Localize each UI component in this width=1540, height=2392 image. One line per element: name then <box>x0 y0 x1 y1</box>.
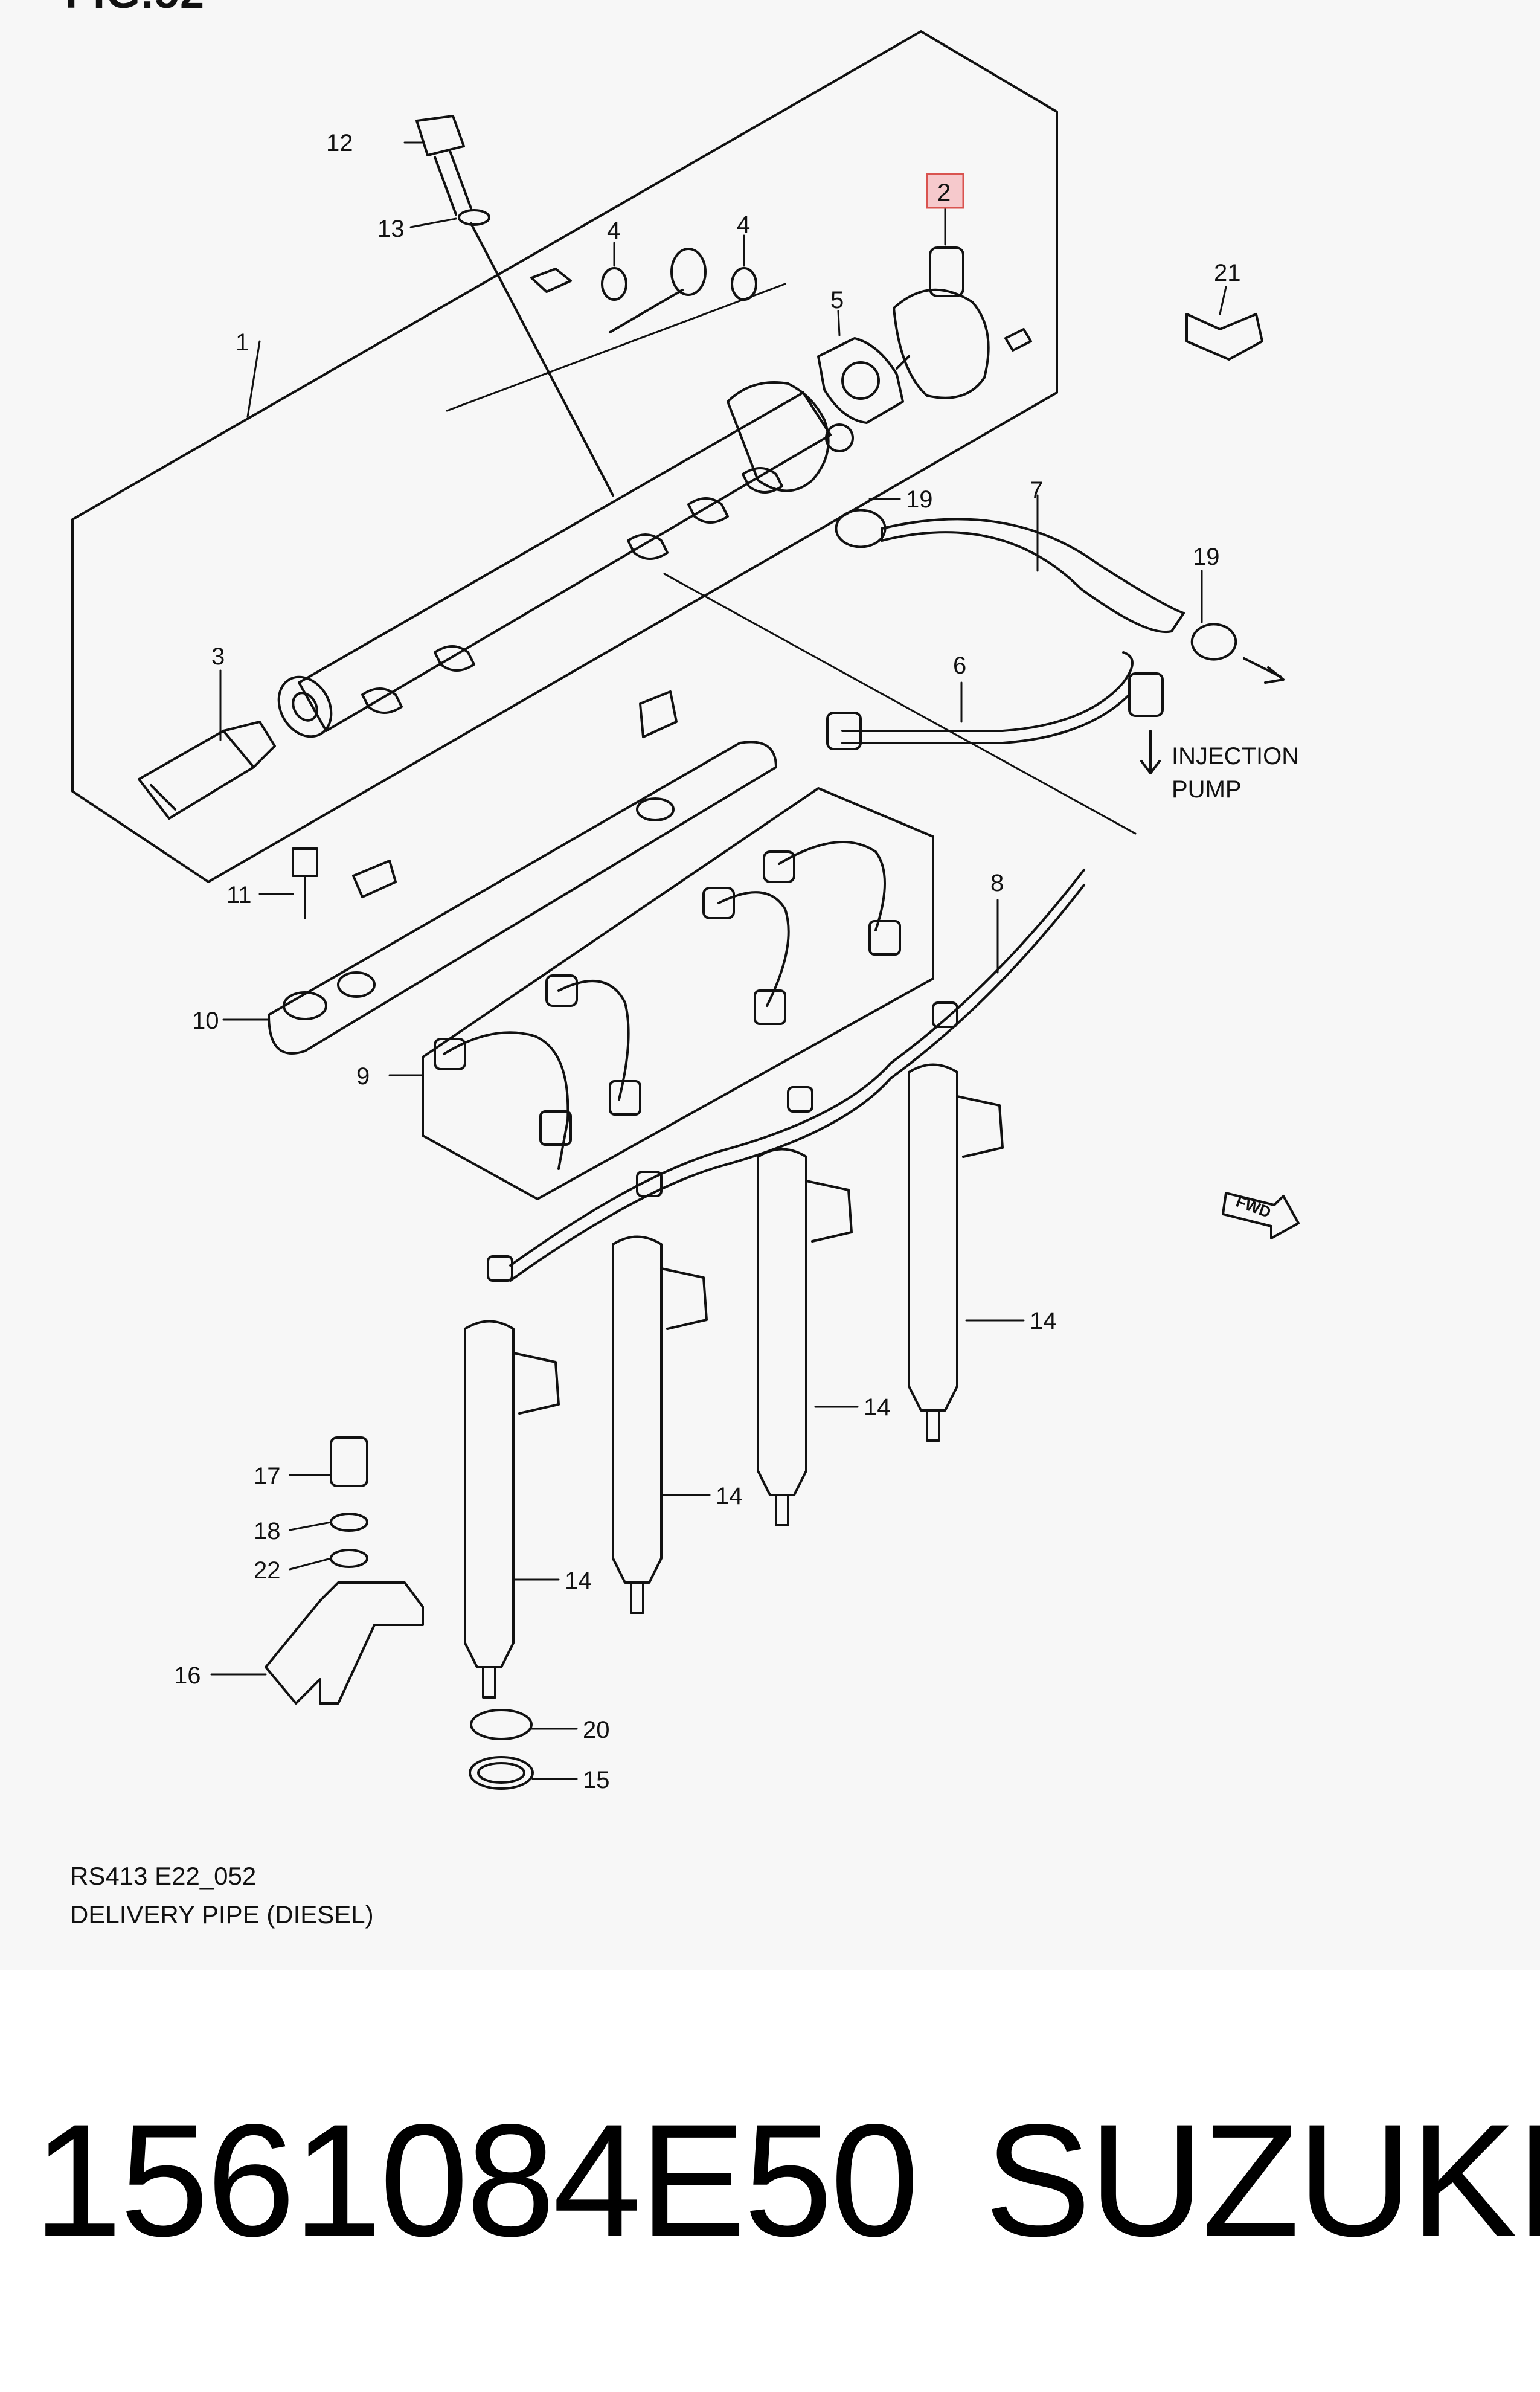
regulator-housing <box>727 381 854 492</box>
injectors <box>464 1063 1004 1699</box>
bolt-12 <box>415 115 472 216</box>
injection-pipe <box>841 651 1134 732</box>
figure-caption: DELIVERY PIPE (DIESEL) <box>70 1900 374 1929</box>
callout-18: 18 <box>254 1518 281 1545</box>
o-ring-20 <box>470 1709 533 1740</box>
fwd-label: FWD <box>1234 1192 1274 1221</box>
callout-13: 13 <box>377 216 405 242</box>
bolt-11 <box>292 847 318 877</box>
callout-6: 6 <box>953 652 966 679</box>
rail-end <box>277 675 333 738</box>
figure-title: FIG.52 <box>65 0 205 18</box>
sleeve-17 <box>330 1436 368 1487</box>
assembly-outline <box>71 30 1058 883</box>
callout-10: 10 <box>192 1008 219 1034</box>
callout-1: 1 <box>236 329 249 356</box>
callout-16: 16 <box>174 1662 201 1689</box>
callout-12: 12 <box>326 130 353 156</box>
return-hose <box>881 518 1185 634</box>
callout-22: 22 <box>254 1557 281 1584</box>
callout-14b: 14 <box>864 1394 891 1421</box>
callout-20: 20 <box>583 1717 610 1743</box>
pressure-valve <box>893 246 1032 399</box>
hose-clamp-b <box>1190 623 1237 661</box>
callout-2[interactable]: 2 <box>937 179 951 206</box>
fwd-arrow <box>1222 1192 1300 1239</box>
highlight-box <box>926 173 964 209</box>
washer-13 <box>458 209 490 226</box>
washer-22 <box>330 1549 368 1568</box>
callout-14d: 14 <box>565 1567 592 1594</box>
callout-9: 9 <box>356 1063 370 1090</box>
callout-4b: 4 <box>737 211 750 238</box>
washer-18 <box>330 1513 368 1532</box>
callout-14c: 14 <box>716 1483 743 1509</box>
clamp-16 <box>265 1581 424 1705</box>
diagram-panel <box>0 0 1540 1970</box>
injection-pump-label-1: INJECTION <box>1172 743 1299 770</box>
callout-17: 17 <box>254 1463 281 1490</box>
callout-19a: 19 <box>906 486 933 513</box>
rail-ports <box>361 467 783 714</box>
pressure-sensor <box>138 721 276 820</box>
gasket-15 <box>469 1756 534 1790</box>
callout-7: 7 <box>1030 477 1043 504</box>
callout-19b: 19 <box>1193 544 1220 570</box>
injection-pump-label-2: PUMP <box>1172 776 1242 803</box>
flange-gasket <box>817 337 904 424</box>
callout-14a: 14 <box>1030 1308 1057 1334</box>
callout-5: 5 <box>830 287 844 313</box>
callout-15: 15 <box>583 1767 610 1793</box>
brand-name: SUZUKI <box>984 2091 1540 2270</box>
callout-11: 11 <box>226 882 252 908</box>
model-code: RS413 E22_052 <box>70 1862 257 1890</box>
pipe-set-outline <box>422 787 934 1200</box>
callout-4a: 4 <box>607 217 620 244</box>
part-number: 1561084E50 <box>33 2091 919 2270</box>
fuel-rail <box>298 391 832 732</box>
callout-8: 8 <box>990 870 1004 896</box>
callout-3: 3 <box>211 643 225 670</box>
hose-clamp-a <box>835 509 887 548</box>
clip-21 <box>1185 313 1263 361</box>
exploded-parts-diagram: 1 2 3 4 4 5 6 7 8 9 10 11 12 13 14 14 14… <box>71 30 1300 1793</box>
rail-bracket <box>268 741 777 1055</box>
banjo-fittings <box>530 248 757 333</box>
callout-21: 21 <box>1214 260 1241 286</box>
